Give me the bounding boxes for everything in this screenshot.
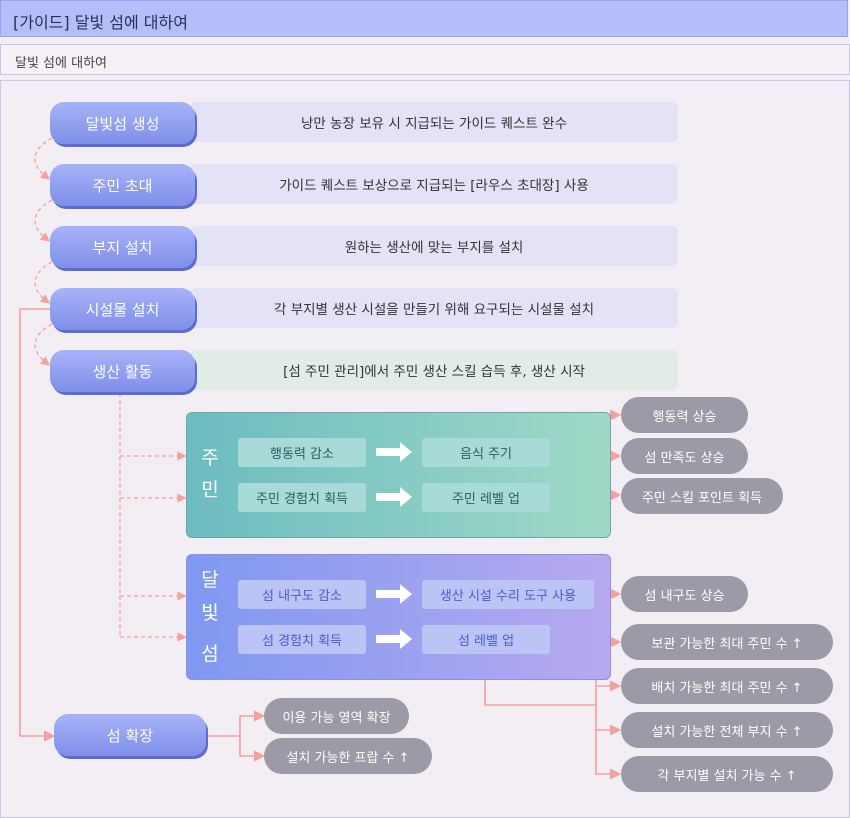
- resident-title-char-1: 주: [201, 447, 219, 469]
- step-pill-create: 달빛섬 생성: [50, 102, 195, 144]
- island-result-4: 설치 가능한 전체 부지 수 ↑: [621, 712, 833, 748]
- island-title-char-1: 달: [201, 569, 219, 591]
- island-effect-2: 섬 레벨 업: [422, 625, 550, 654]
- arrow-right-icon: [376, 487, 412, 507]
- island-cause-2: 섬 경험치 획득: [238, 625, 366, 654]
- expand-result-2: 설치 가능한 프랍 수 ↑: [264, 738, 432, 774]
- resident-result-1: 행동력 상승: [621, 397, 748, 433]
- island-title-char-3: 섬: [201, 643, 219, 665]
- step-pill-production: 생산 활동: [50, 350, 195, 392]
- step-desc-2: 가이드 퀘스트 보상으로 지급되는 [라우스 초대장] 사용: [190, 164, 678, 204]
- arrow-right-icon: [376, 629, 412, 649]
- step-desc-5: [섬 주민 관리]에서 주민 생산 스킬 습득 후, 생산 시작: [190, 350, 678, 390]
- island-result-1: 섬 내구도 상승: [621, 576, 748, 612]
- page-title: [가이드] 달빛 섬에 대하여: [13, 13, 188, 32]
- subtitle-bar: 달빛 섬에 대하여: [0, 44, 850, 75]
- arrow-right-icon: [376, 584, 412, 604]
- resident-result-2: 섬 만족도 상승: [621, 438, 748, 474]
- expand-pill: 섬 확장: [54, 714, 206, 756]
- step-desc-3: 원하는 생산에 맞는 부지를 설치: [190, 226, 678, 266]
- resident-title-char-2: 민: [201, 479, 219, 501]
- expand-link: [19, 308, 56, 742]
- resident-panel: [186, 412, 611, 538]
- step-pill-site: 부지 설치: [50, 226, 195, 268]
- step-desc-4: 각 부지별 생산 시설을 만들기 위해 요구되는 시설물 설치: [190, 288, 678, 328]
- step-desc-1: 낭만 농장 보유 시 지급되는 가이드 퀘스트 완수: [190, 102, 678, 142]
- resident-cause-2: 주민 경험치 획득: [238, 483, 366, 512]
- resident-effect-1: 음식 주기: [422, 438, 550, 467]
- island-effect-1: 생산 시설 수리 도구 사용: [422, 580, 594, 609]
- step-pill-invite: 주민 초대: [50, 164, 195, 206]
- island-result-5: 각 부지별 설치 가능 수 ↑: [621, 756, 833, 792]
- page-subtitle: 달빛 섬에 대하여: [15, 56, 107, 71]
- island-panel: [186, 554, 611, 680]
- island-title-char-2: 빛: [201, 602, 219, 624]
- resident-result-3: 주민 스킬 포인트 획득: [621, 478, 783, 514]
- island-cause-1: 섬 내구도 감소: [238, 580, 366, 609]
- resident-effect-2: 주민 레벨 업: [422, 483, 550, 512]
- arrow-right-icon: [376, 442, 412, 462]
- island-result-2: 보관 가능한 최대 주민 수 ↑: [621, 624, 833, 660]
- island-result-3: 배치 가능한 최대 주민 수 ↑: [621, 668, 833, 704]
- title-bar: [가이드] 달빛 섬에 대하여: [0, 0, 848, 37]
- resident-cause-1: 행동력 감소: [238, 438, 366, 467]
- step-pill-facility: 시설물 설치: [50, 288, 195, 330]
- expand-result-1: 이용 가능 영역 확장: [264, 698, 409, 734]
